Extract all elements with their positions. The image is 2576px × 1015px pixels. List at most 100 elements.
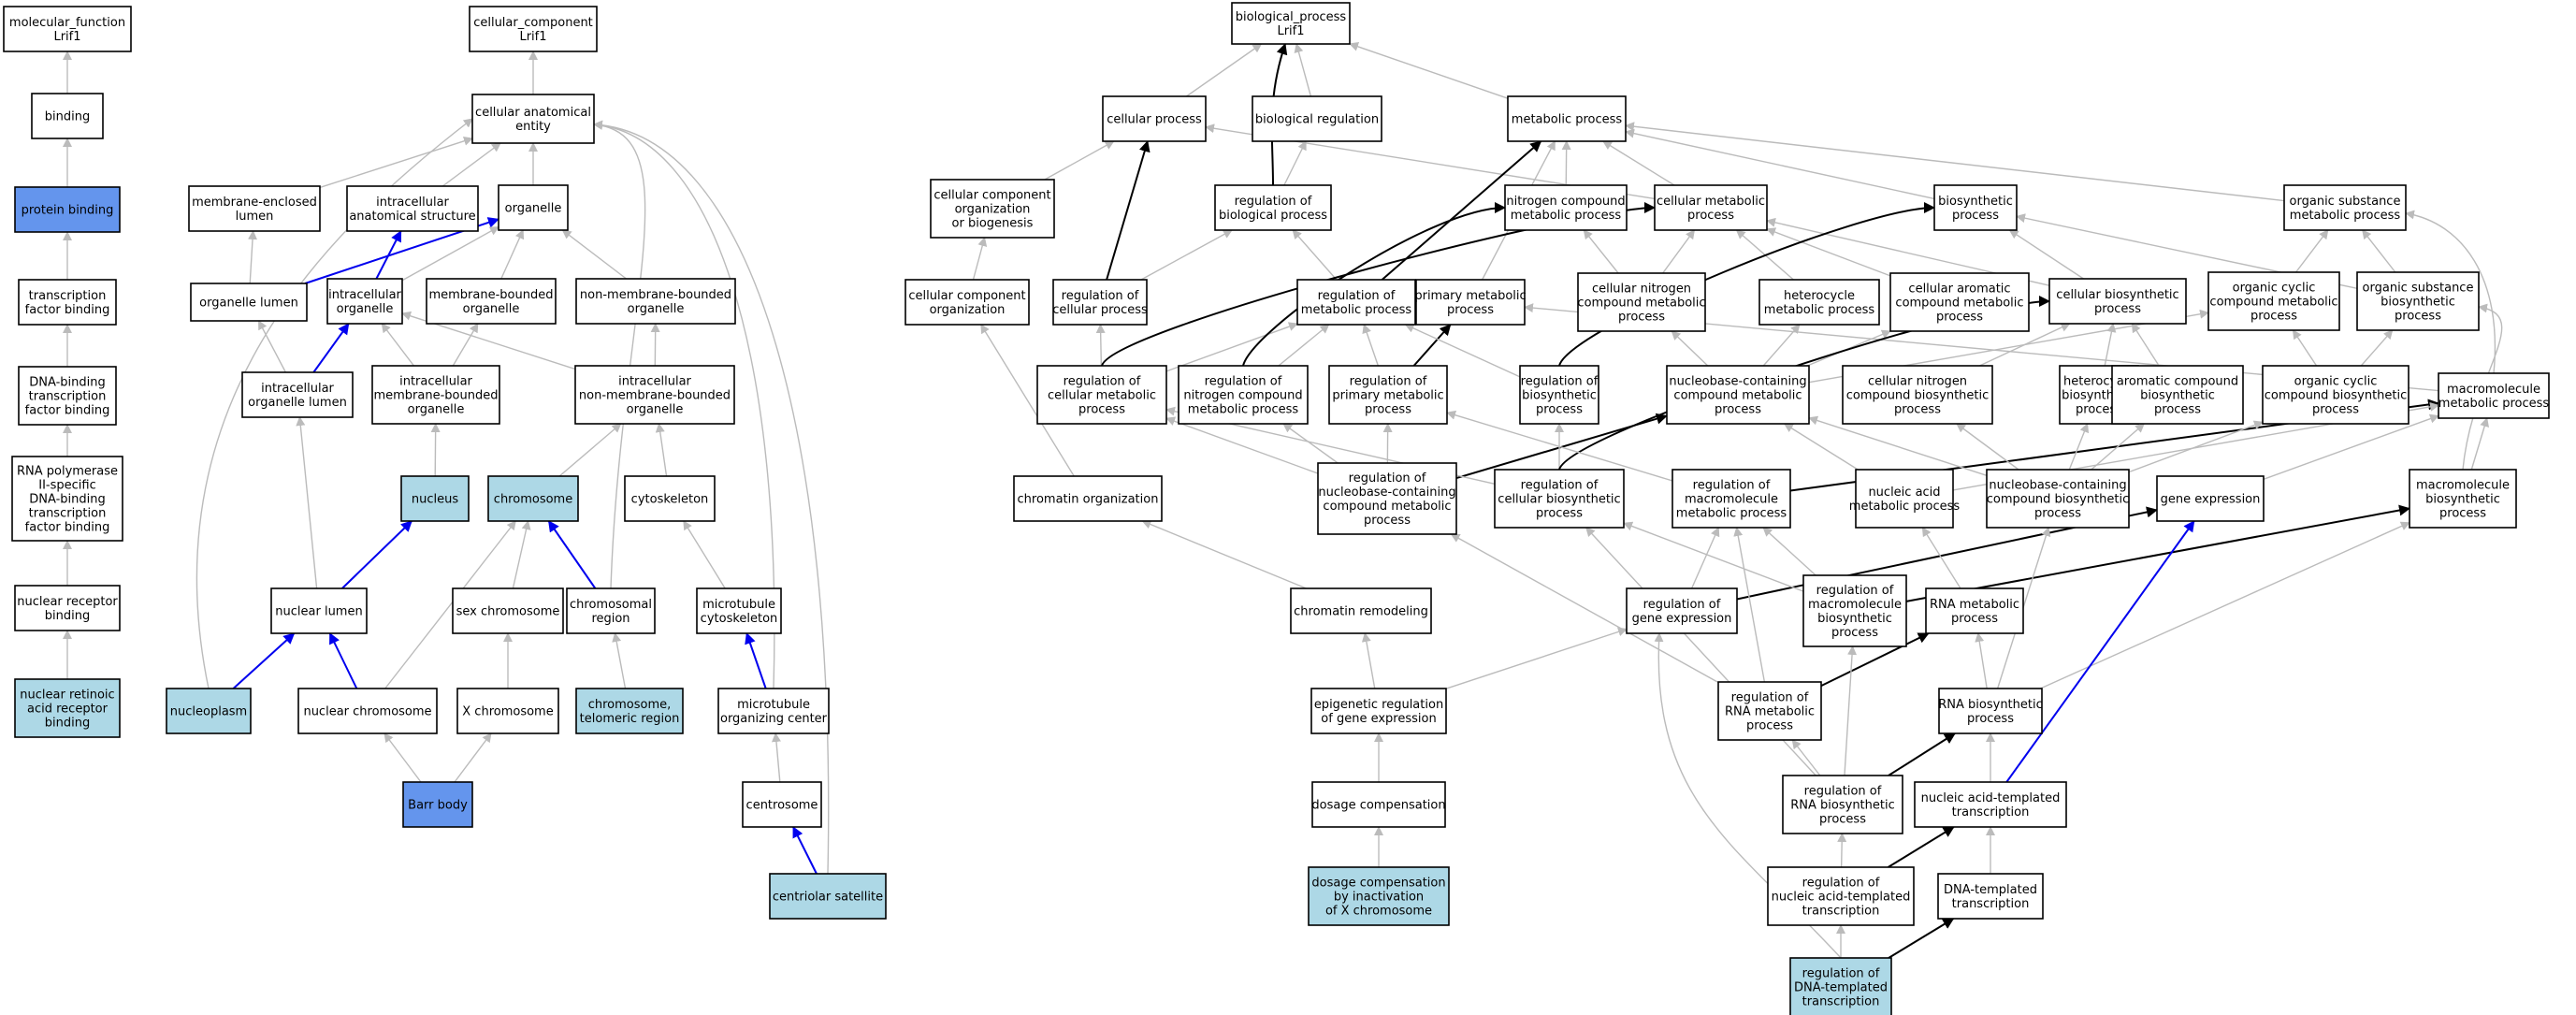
node-nucleoplasm[interactable]: nucleoplasm [166,688,252,734]
node-nuc_lumen[interactable]: nuclear lumen [270,587,368,634]
node-label: organization [955,203,1031,217]
node-label: regulation of [1802,967,1880,981]
node-label: membrane-bounded [428,288,553,302]
node-label: biosynthetic [2140,389,2215,403]
node-binding[interactable]: binding [31,93,104,139]
node-telomeric[interactable]: chromosome,telomeric region [575,688,684,734]
node-met_proc[interactable]: metabolic process [1507,95,1627,142]
node-label: chromosomal [570,598,652,612]
edge-cytoskeleton-to-inmbo [655,423,668,477]
node-nuc_chr[interactable]: nuclear chromosome [297,688,438,734]
node-chrom_rem[interactable]: chromatin remodeling [1290,587,1432,634]
node-label: membrane-enclosed [192,196,317,210]
node-inmbo[interactable]: intracellularnon-membrane-boundedorganel… [574,365,735,425]
node-label: chromosome [494,493,572,507]
node-organelle[interactable]: organelle [498,184,569,231]
node-centriolar[interactable]: centriolar satellite [769,873,887,920]
node-cytoskeleton[interactable]: cytoskeleton [624,475,716,522]
node-bio_reg[interactable]: biological regulation [1252,95,1382,142]
node-gene_exp[interactable]: gene expression [2156,475,2265,522]
node-chromosome[interactable]: chromosome [487,475,579,522]
node-reg_nbcmp[interactable]: regulation ofnucleobase-containingcompou… [1317,462,1457,535]
node-box [1507,95,1627,142]
node-nucleus[interactable]: nucleus [400,475,470,522]
node-label: nuclear receptor [17,595,118,609]
node-barr[interactable]: Barr body [402,781,473,828]
node-box [1666,365,1810,425]
edge-telomeric-to-chr_region [612,632,627,689]
node-rnapol_tf[interactable]: RNA polymeraseII-specificDNA-bindingtran… [11,456,123,542]
edge-nbcbp-to-acbp [2091,423,2146,471]
node-centrosome[interactable]: centrosome [742,781,822,828]
node-dosage[interactable]: dosage compensation [1311,781,1446,828]
node-org_lumen[interactable]: organelle lumen [190,283,308,322]
node-sex_chr[interactable]: sex chromosome [452,587,564,634]
node-label: of gene expression [1321,712,1436,726]
node-x_chr[interactable]: X chromosome [456,688,559,734]
node-protein_binding[interactable]: protein binding [14,186,121,233]
node-chrom_org[interactable]: chromatin organization [1013,475,1163,522]
node-cell_proc[interactable]: cellular process [1102,95,1207,142]
node-reg_mbp[interactable]: regulation ofmacromoleculebiosyntheticpr… [1802,574,1907,647]
